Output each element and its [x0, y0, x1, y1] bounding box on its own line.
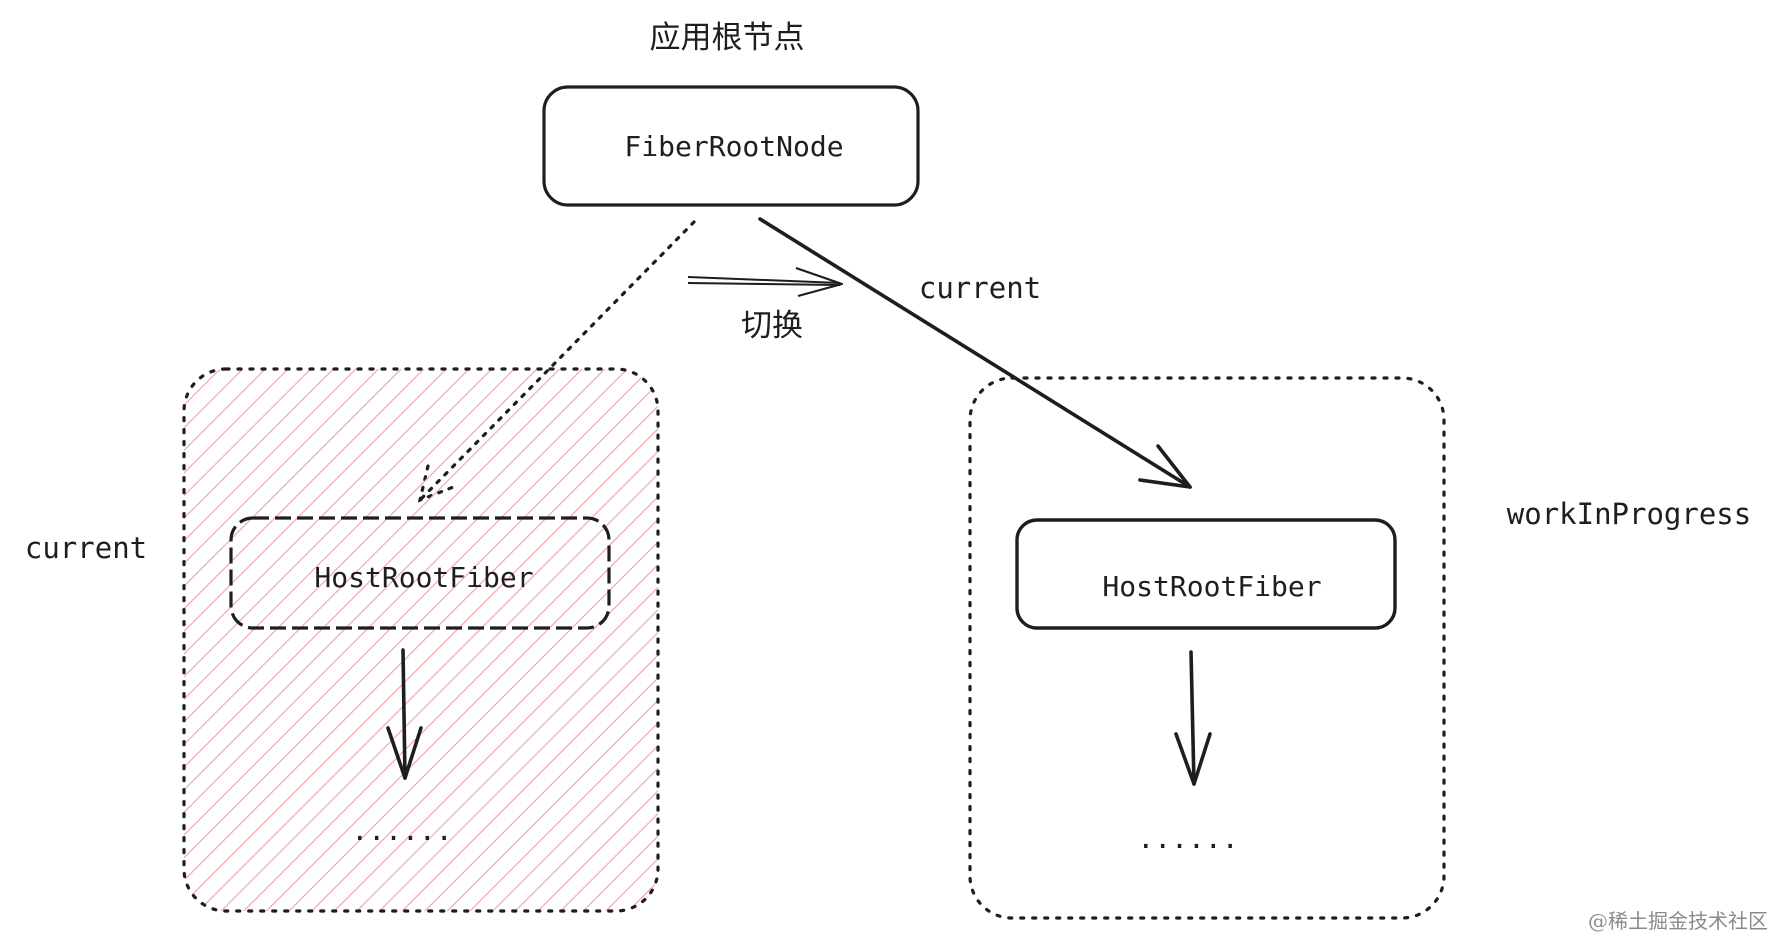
left-host-root-fiber-box [229, 516, 611, 630]
right-child-arrow-shaft [1189, 650, 1196, 786]
right-tree-side-label: workInProgress [1507, 497, 1751, 531]
left-tree-side-label: current [25, 531, 147, 565]
right-host-root-fiber-box [1015, 518, 1397, 630]
watermark-text: @稀土掘金技术社区 [1588, 909, 1768, 933]
right-tree-dotted-border [968, 376, 1446, 920]
current-pointer-arrow [758, 217, 1192, 489]
right-tree-container: HostRootFiber ...... [968, 376, 1446, 920]
left-tree-hatch-fill [184, 369, 658, 911]
left-host-root-fiber-label: HostRootFiber [314, 561, 533, 594]
current-pointer-label: current [919, 271, 1041, 305]
fiber-root-node-box [542, 85, 920, 207]
switch-label: 切换 [741, 308, 803, 344]
left-ellipsis: ...... [351, 814, 452, 847]
fiber-root-node-label: FiberRootNode [624, 130, 843, 163]
right-host-root-fiber-label: HostRootFiber [1102, 570, 1321, 603]
switch-arrow [687, 266, 844, 298]
left-child-arrow-shaft [401, 648, 407, 780]
right-child-arrow-head [1174, 732, 1212, 786]
left-child-arrow-head [386, 726, 423, 780]
left-tree-container: HostRootFiber ...... [182, 367, 660, 913]
right-ellipsis: ...... [1137, 822, 1238, 855]
root-caption: 应用根节点 [650, 20, 805, 56]
left-tree-dotted-border [182, 367, 660, 913]
fiber-root-node: FiberRootNode [542, 85, 920, 207]
